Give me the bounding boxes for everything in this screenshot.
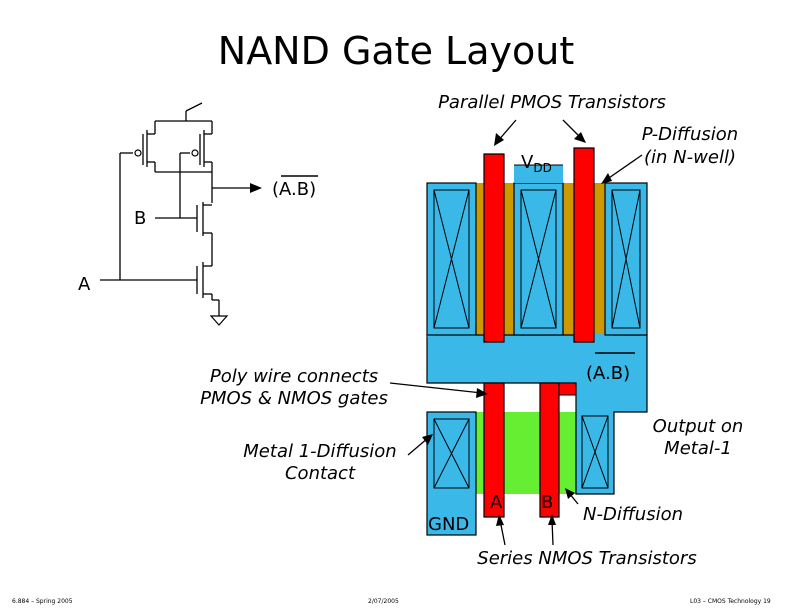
poly-gate-b-top bbox=[573, 147, 595, 343]
poly-gate-a-bottom bbox=[483, 382, 505, 518]
poly-gate-a-top bbox=[483, 153, 505, 343]
output-arrow bbox=[250, 183, 262, 193]
gate-a-label: A bbox=[490, 492, 503, 513]
vdd-rail-symbol bbox=[185, 102, 203, 112]
input-b-label: B bbox=[134, 208, 146, 229]
n-diffusion-label: N-Diffusion bbox=[583, 504, 683, 525]
poly-gate-b-bottom bbox=[539, 382, 560, 518]
contact-pmos-left bbox=[426, 182, 477, 336]
footer-course: 6.884 – Spring 2005 bbox=[12, 598, 73, 605]
output-metal-1 bbox=[426, 334, 648, 495]
contact-label-1: Metal 1-Diffusion bbox=[243, 441, 396, 462]
nand-schematic: B A (A.B) bbox=[78, 102, 318, 326]
contact-label-2: Contact bbox=[285, 463, 356, 484]
parallel-pmos-label: Parallel PMOS Transistors bbox=[438, 92, 666, 113]
p-diffusion-label-2: (in N-well) bbox=[644, 147, 736, 168]
output-metal-label-1: Output on bbox=[653, 416, 744, 437]
poly-gate-b-link bbox=[558, 382, 577, 396]
output-label-layout: (A.B) bbox=[586, 363, 630, 384]
contact-pmos-right bbox=[604, 182, 648, 336]
output-label-schematic: (A.B) bbox=[272, 179, 316, 200]
footer-lecture: L03 – CMOS Technology 19 bbox=[690, 598, 771, 605]
gate-b-label: B bbox=[541, 492, 553, 513]
p-diffusion-label-1: P-Diffusion bbox=[642, 124, 738, 145]
vdd-label: VDD bbox=[521, 152, 552, 175]
poly-wire-label-2: PMOS & NMOS gates bbox=[200, 388, 388, 409]
slide-title: NAND Gate Layout bbox=[218, 29, 574, 73]
output-metal-label-2: Metal-1 bbox=[664, 438, 732, 459]
contact-gnd bbox=[426, 411, 477, 536]
pmos-a-bubble bbox=[134, 149, 142, 157]
annotations: Parallel PMOS Transistors P-Diffusion (i… bbox=[200, 92, 743, 569]
contact-nmos-output bbox=[581, 415, 609, 489]
vdd-metal bbox=[514, 165, 563, 183]
nand-layout: VDD (A.B) GND A B bbox=[426, 147, 648, 536]
gnd-label: GND bbox=[428, 514, 469, 535]
contact-pmos-middle bbox=[513, 182, 564, 336]
pmos-b-bubble bbox=[191, 149, 199, 157]
footer-date: 2/07/2005 bbox=[368, 598, 399, 605]
ground-symbol bbox=[209, 315, 229, 326]
input-a-label: A bbox=[78, 274, 91, 295]
series-nmos-label: Series NMOS Transistors bbox=[477, 548, 696, 569]
poly-wire-label-1: Poly wire connects bbox=[210, 366, 378, 387]
